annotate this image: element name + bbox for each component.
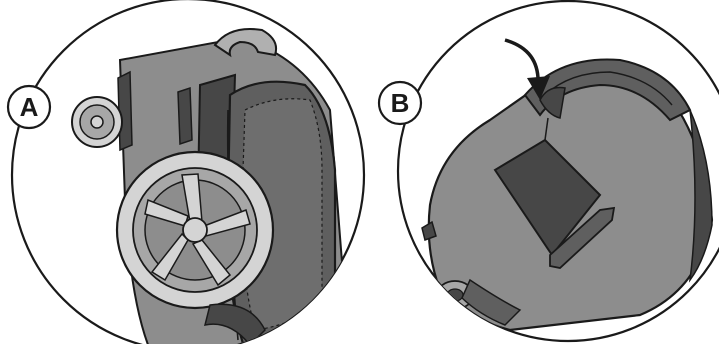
large-wheel-a: [117, 152, 273, 308]
body-stripe-a2: [178, 88, 192, 144]
label-a: A: [20, 92, 39, 122]
panel-b: B: [379, 1, 719, 341]
label-b-badge: B: [379, 82, 421, 124]
label-a-badge: A: [8, 86, 50, 128]
small-wheel-a: [72, 97, 122, 147]
label-b: B: [391, 88, 410, 118]
panel-a: A: [8, 0, 364, 344]
